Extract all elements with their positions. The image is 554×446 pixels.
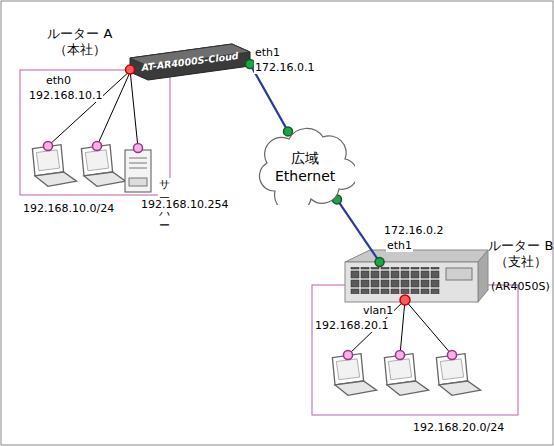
interface-label: eth0 [45,74,72,87]
port-dot [284,127,293,136]
lan-region [20,70,170,195]
interface-label: 172.16.0.1 [254,61,315,74]
port-dot [126,65,135,74]
interface-label: 192.168.10.1 [28,89,103,102]
port-dot [134,144,143,153]
router-b-device [345,250,488,305]
interface-label: 172.16.0.2 [383,224,444,237]
router-device: ルーター B （支社）(AR4050S) [345,262,478,304]
interface-label: 192.168.20.1 [314,319,389,332]
port-dot [375,258,384,267]
network-link [337,199,380,262]
router-a-device [130,44,250,80]
router-heading: ルーター B （支社） [486,238,554,271]
interface-label: eth1 [386,239,413,252]
interface-label: 192.168.20.0/24 [412,421,505,434]
server-box: サーバー192.168.10.254 [125,148,151,192]
lan-region [312,285,518,415]
server-icon [125,150,151,192]
wan-cloud: 広域 Ethernet [255,125,355,205]
device-model: AT-AR4000S-Cloud [134,49,247,74]
device-model: (AR4050S) [491,280,550,294]
interface-label: vlan1 [362,304,394,317]
interface-label: 192.168.10.0/24 [22,202,115,215]
ip-address: 192.168.10.254 [140,198,229,212]
router-heading: ルーター A （本社） [40,26,120,59]
cloud-label: 広域 Ethernet [275,150,335,185]
network-link [130,70,138,148]
router-device: ルーター A （本社）AT-AR4000S-Cloud [130,50,250,78]
interface-label: eth1 [254,46,281,59]
laptop-icons [32,141,480,395]
